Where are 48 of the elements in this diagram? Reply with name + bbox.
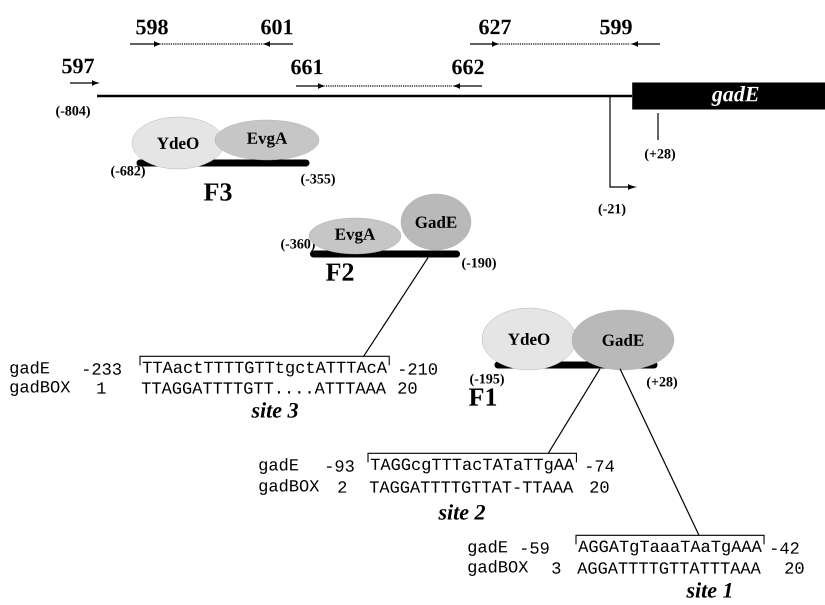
primer-label: 661 [291,60,322,74]
gene-box: gadE [632,82,825,110]
position-number: 20 [398,382,417,394]
coordinate-label: (-21) [598,204,626,216]
position-number: 2 [338,481,346,493]
leader-line [619,368,700,536]
position-number: -210 [400,363,437,375]
row-label: gadBOX [259,479,320,495]
coordinate-label: (-355) [301,174,335,186]
primer-label: 597 [62,58,94,74]
bracketed-sequence: TAGGcgTTTacTATaTTgAA [367,452,577,474]
row-label: gadE [259,458,298,474]
primer-label: 662 [452,60,484,74]
coordinate-label: (-195) [470,374,504,386]
leader-line [548,368,601,454]
position-number: -42 [772,542,799,554]
fragment-label: F3 [204,183,232,201]
fragment-label: F2 [326,263,354,281]
site-label: site 3 [251,402,298,418]
position-number: -93 [326,460,354,472]
bracketed-sequence: AGGATgTaaaTAaTgAAA [575,534,765,556]
primer-label: 599 [600,20,632,34]
coordinate-label: (+28) [646,376,678,390]
leader-line [363,257,428,357]
row-label: gadE [10,361,50,377]
row-label: gadBOX [10,380,70,396]
position-number: 3 [552,562,560,574]
position-number: 20 [785,562,804,574]
primer-label: 598 [136,20,168,34]
row-label: gadBOX [468,560,528,576]
primer-label: 627 [479,20,511,34]
coordinate-label: (-804) [56,106,90,118]
position-number: 1 [97,382,106,394]
row-label: gadE [468,540,508,556]
sequence-text: TTAGGATTTTGTT....ATTTAAA [142,382,386,394]
sequence-text: AGGATTTTGTTATTTAAA [577,562,761,574]
bracketed-sequence: TTAactTTTTGTTtgctATTTAcA [139,356,390,376]
site-label: site 2 [438,504,486,520]
site-label: site 1 [686,582,732,598]
position-number: -74 [586,460,614,472]
primer-label: 601 [261,20,292,34]
position-number: 20 [590,481,609,493]
position-number: -59 [522,542,549,554]
coordinate-label: (-190) [462,258,496,270]
fragment-label: F1 [469,388,496,406]
position-number: -233 [84,363,121,375]
sequence-text: TAGGATTTTGTTAT-TTAAA [370,481,574,493]
coordinate-label: (+28) [644,148,676,162]
